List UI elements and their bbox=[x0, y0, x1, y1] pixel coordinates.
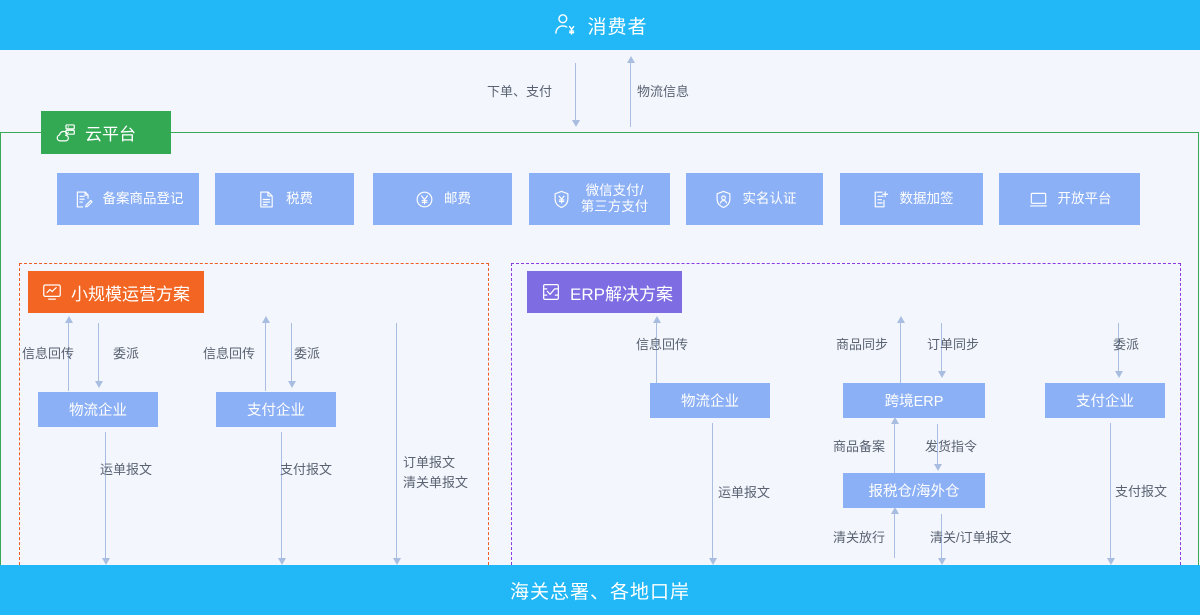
monitor-icon bbox=[1028, 189, 1049, 210]
label-erp-payment-msg: 支付报文 bbox=[1115, 484, 1168, 499]
service-chip-row: 备案商品登记 税费 邮费 bbox=[0, 173, 1200, 225]
flow-label-logistics-info: 物流信息 bbox=[637, 84, 690, 99]
small-scale-solution-badge[interactable]: 小规模运营方案 bbox=[28, 271, 204, 313]
label-small-logistics-info-back: 信息回传 bbox=[22, 346, 75, 361]
chip-label: 微信支付/ 第三方支付 bbox=[580, 182, 649, 214]
entity-box-small-logistics[interactable]: 物流企业 bbox=[38, 392, 158, 427]
label-erp-ship-order: 发货指令 bbox=[925, 439, 978, 454]
entity-label: 支付企业 bbox=[1076, 394, 1134, 410]
arrow-small-payment-delegate bbox=[287, 323, 296, 388]
label-small-payment-msg: 支付报文 bbox=[280, 462, 333, 477]
consumer-band: 消费者 bbox=[0, 0, 1200, 50]
label-small-logistics-delegate: 委派 bbox=[113, 346, 140, 361]
entity-box-bonded-overseas-warehouse[interactable]: 报税仓/海外仓 bbox=[843, 473, 985, 508]
chip-postage[interactable]: 邮费 bbox=[373, 173, 512, 225]
arrow-small-waybill-msg bbox=[101, 432, 110, 565]
entity-label: 物流企业 bbox=[69, 403, 127, 419]
arrow-erp-customs-release bbox=[890, 507, 899, 558]
label-erp-customs-release: 清关放行 bbox=[833, 530, 886, 545]
cloud-platform-frame bbox=[0, 132, 1199, 565]
list-plus-icon bbox=[870, 189, 891, 210]
document-icon bbox=[256, 189, 277, 210]
chip-label: 税费 bbox=[286, 190, 313, 206]
arrow-small-payment-msg bbox=[277, 432, 286, 565]
entity-box-small-payment[interactable]: 支付企业 bbox=[216, 392, 336, 427]
clipboard-check-icon bbox=[540, 281, 562, 303]
label-erp-order-sync: 订单同步 bbox=[927, 337, 980, 352]
chip-real-name-auth[interactable]: 实名认证 bbox=[686, 173, 823, 225]
label-erp-goods-record: 商品备案 bbox=[833, 439, 886, 454]
label-erp-payment-delegate: 委派 bbox=[1113, 337, 1140, 352]
entity-box-erp-logistics[interactable]: 物流企业 bbox=[650, 383, 770, 418]
chip-label: 开放平台 bbox=[1057, 190, 1112, 206]
chip-open-platform[interactable]: 开放平台 bbox=[999, 173, 1140, 225]
small-scale-solution-label: 小规模运营方案 bbox=[71, 284, 190, 304]
entity-box-erp-payment[interactable]: 支付企业 bbox=[1045, 383, 1165, 418]
label-erp-logistics-info-back: 信息回传 bbox=[636, 337, 689, 352]
chip-tax-fee[interactable]: 税费 bbox=[215, 173, 354, 225]
arrow-erp-goods-sync bbox=[896, 316, 905, 383]
arrow-small-order-customs-msg bbox=[392, 323, 401, 565]
arrow-erp-ship-order bbox=[933, 424, 942, 471]
chip-label: 邮费 bbox=[444, 190, 471, 206]
chip-record-goods[interactable]: 备案商品登记 bbox=[57, 173, 199, 225]
arrow-erp-logistics-info-back bbox=[652, 316, 661, 383]
monitor-chart-icon bbox=[41, 281, 63, 303]
arrow-small-payment-info-back bbox=[261, 316, 270, 391]
shield-user-icon bbox=[713, 189, 734, 210]
customs-band: 海关总署、各地口岸 bbox=[0, 565, 1200, 615]
chip-label: 备案商品登记 bbox=[102, 190, 184, 206]
cloud-platform-label: 云平台 bbox=[85, 125, 136, 144]
arrow-erp-customs-order-msg bbox=[937, 514, 946, 565]
arrow-small-logistics-delegate bbox=[94, 323, 103, 388]
chip-label: 实名认证 bbox=[742, 190, 797, 206]
user-yen-icon bbox=[552, 12, 578, 38]
arrow-erp-payment-delegate bbox=[1114, 323, 1123, 378]
arrow-erp-waybill-msg bbox=[708, 423, 717, 565]
flow-arrow-order-pay bbox=[571, 63, 580, 127]
entity-label: 物流企业 bbox=[681, 394, 739, 410]
arrow-erp-goods-record bbox=[890, 417, 899, 473]
arrow-erp-payment-msg bbox=[1106, 423, 1115, 565]
shield-pay-icon bbox=[551, 189, 572, 210]
customs-label: 海关总署、各地口岸 bbox=[509, 581, 690, 603]
arrow-erp-order-sync bbox=[937, 323, 946, 378]
label-small-waybill-msg: 运单报文 bbox=[100, 462, 153, 477]
consumer-band-inner: 消费者 bbox=[552, 12, 647, 39]
entity-label: 报税仓/海外仓 bbox=[868, 484, 960, 500]
erp-solution-region bbox=[511, 263, 1181, 565]
entity-box-cross-border-erp[interactable]: 跨境ERP bbox=[843, 383, 985, 418]
consumer-label: 消费者 bbox=[587, 16, 648, 38]
chip-label: 数据加签 bbox=[899, 190, 954, 206]
yen-circle-icon bbox=[414, 189, 435, 210]
entity-label: 支付企业 bbox=[247, 403, 305, 419]
chip-wechat-pay[interactable]: 微信支付/ 第三方支付 bbox=[529, 173, 670, 225]
entity-label: 跨境ERP bbox=[884, 394, 944, 410]
label-small-payment-info-back: 信息回传 bbox=[203, 346, 256, 361]
label-erp-goods-sync: 商品同步 bbox=[836, 337, 889, 352]
erp-solution-badge[interactable]: ERP解决方案 bbox=[527, 271, 682, 313]
small-scale-solution-region bbox=[19, 263, 489, 565]
flow-arrow-logistics-info bbox=[626, 56, 635, 127]
label-small-order-customs-msg: 订单报文 清关单报文 bbox=[403, 455, 469, 491]
cloud-platform-badge[interactable]: 云平台 bbox=[41, 111, 171, 154]
document-edit-icon bbox=[73, 189, 94, 210]
chip-data-signing[interactable]: 数据加签 bbox=[840, 173, 983, 225]
cloud-server-icon bbox=[55, 122, 77, 144]
label-erp-customs-order-msg: 清关/订单报文 bbox=[930, 530, 1012, 545]
flow-label-order-pay: 下单、支付 bbox=[487, 84, 553, 99]
label-small-payment-delegate: 委派 bbox=[294, 346, 321, 361]
label-erp-waybill-msg: 运单报文 bbox=[718, 485, 771, 500]
erp-solution-label: ERP解决方案 bbox=[570, 284, 673, 304]
arrow-small-logistics-info-back bbox=[64, 316, 73, 391]
